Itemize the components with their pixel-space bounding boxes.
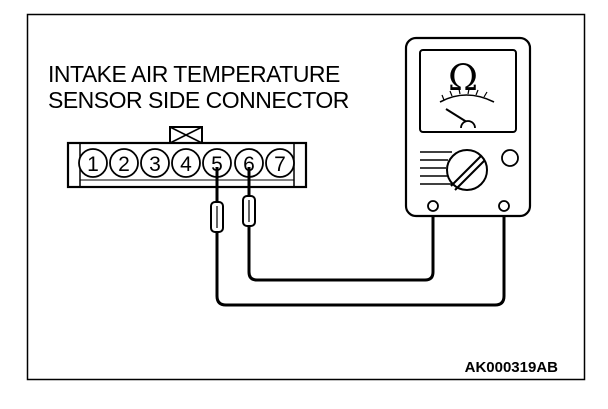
pin-row <box>78 148 295 178</box>
meter-symbol: Ω <box>448 58 478 99</box>
probe-leads <box>215 167 506 307</box>
meter-jack-right <box>498 200 510 212</box>
pin-label-2: 2 <box>118 153 130 176</box>
ohmmeter-icon: Ω <box>404 36 532 218</box>
pin-2 <box>109 148 139 178</box>
pin-3 <box>140 148 170 178</box>
zero-adjust-knob <box>501 149 519 167</box>
pin-1 <box>78 148 108 178</box>
pin-label-5: 5 <box>211 153 223 176</box>
pin-label-7: 7 <box>274 153 286 176</box>
pin-label-3: 3 <box>149 153 161 176</box>
title-line-2: SENSOR SIDE CONNECTOR <box>48 87 349 113</box>
pin-label-4: 4 <box>180 153 192 176</box>
pin-label-6: 6 <box>243 153 255 176</box>
probe-tips <box>210 195 256 233</box>
pin-label-1: 1 <box>87 153 99 176</box>
pin-labels: 1 2 3 4 5 6 7 <box>87 153 286 176</box>
figure-frame <box>26 13 586 381</box>
pin-4 <box>171 148 201 178</box>
pin-7 <box>265 148 295 178</box>
title-line-1: INTAKE AIR TEMPERATURE <box>48 61 340 87</box>
figure-code: AK000319AB <box>465 359 559 376</box>
meter-jack-left <box>427 200 439 212</box>
